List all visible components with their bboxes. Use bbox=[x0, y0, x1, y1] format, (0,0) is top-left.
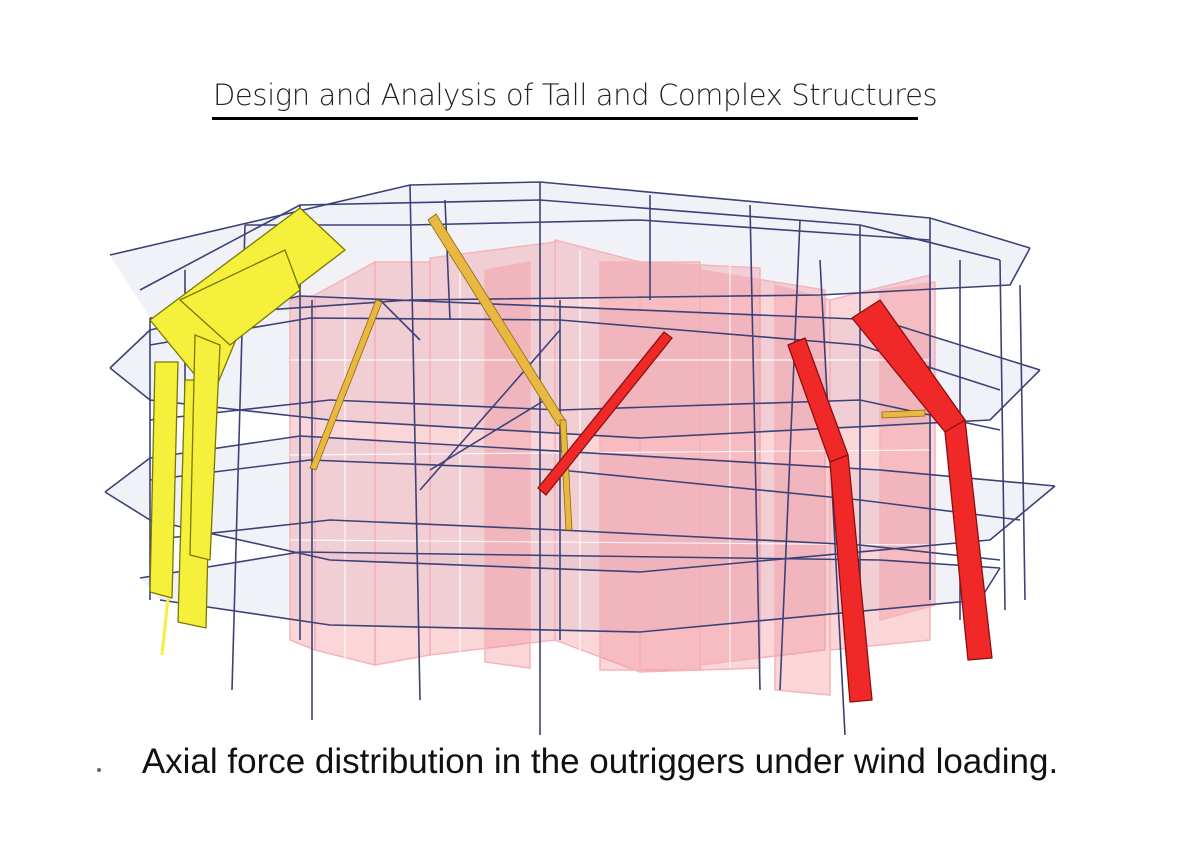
column-17 bbox=[999, 259, 1006, 611]
column-11 bbox=[749, 204, 761, 691]
bullet-dot-icon bbox=[97, 768, 101, 772]
roof-beam-front bbox=[149, 247, 1031, 319]
floor-slab-roof bbox=[110, 182, 1030, 318]
ground-beam-back bbox=[139, 551, 1001, 579]
column-6 bbox=[409, 184, 421, 701]
level1-beam-front bbox=[104, 485, 1056, 573]
outrigger-yellow-brace bbox=[189, 334, 221, 561]
outrigger-red-diagonal bbox=[537, 331, 673, 496]
frame-brace-2 bbox=[429, 399, 546, 471]
ground-beam-front bbox=[159, 567, 1001, 633]
outrigger-yellow-column-left bbox=[149, 361, 179, 599]
outrigger-amber-brace-3 bbox=[559, 419, 573, 531]
frame-brace-3 bbox=[379, 299, 421, 341]
roof-beam-inner bbox=[245, 219, 931, 241]
header-title: Design and Analysis of Tall and Complex … bbox=[213, 78, 938, 112]
steel-frame bbox=[104, 181, 1056, 736]
moderate-outriggers bbox=[309, 213, 926, 531]
outrigger-red-column-b-lower bbox=[944, 419, 993, 661]
shear-wall-5 bbox=[484, 261, 531, 669]
outrigger-red-column-a-lower bbox=[829, 454, 873, 703]
tension-outriggers bbox=[537, 299, 993, 703]
frame-brace-1 bbox=[419, 329, 561, 491]
outrigger-yellow-rod bbox=[160, 597, 170, 656]
level2-beam-front bbox=[109, 367, 1041, 439]
column-7 bbox=[444, 199, 451, 321]
compression-outriggers bbox=[149, 207, 346, 656]
outrigger-amber-stub bbox=[881, 409, 926, 419]
figure-caption: Axial force distribution in the outrigge… bbox=[141, 742, 1059, 781]
outrigger-yellow-upper-inner bbox=[179, 249, 301, 346]
header-underline bbox=[212, 117, 918, 120]
outrigger-amber-diagonal-2 bbox=[309, 299, 383, 471]
column-12 bbox=[779, 219, 801, 691]
column-18 bbox=[1019, 284, 1026, 601]
